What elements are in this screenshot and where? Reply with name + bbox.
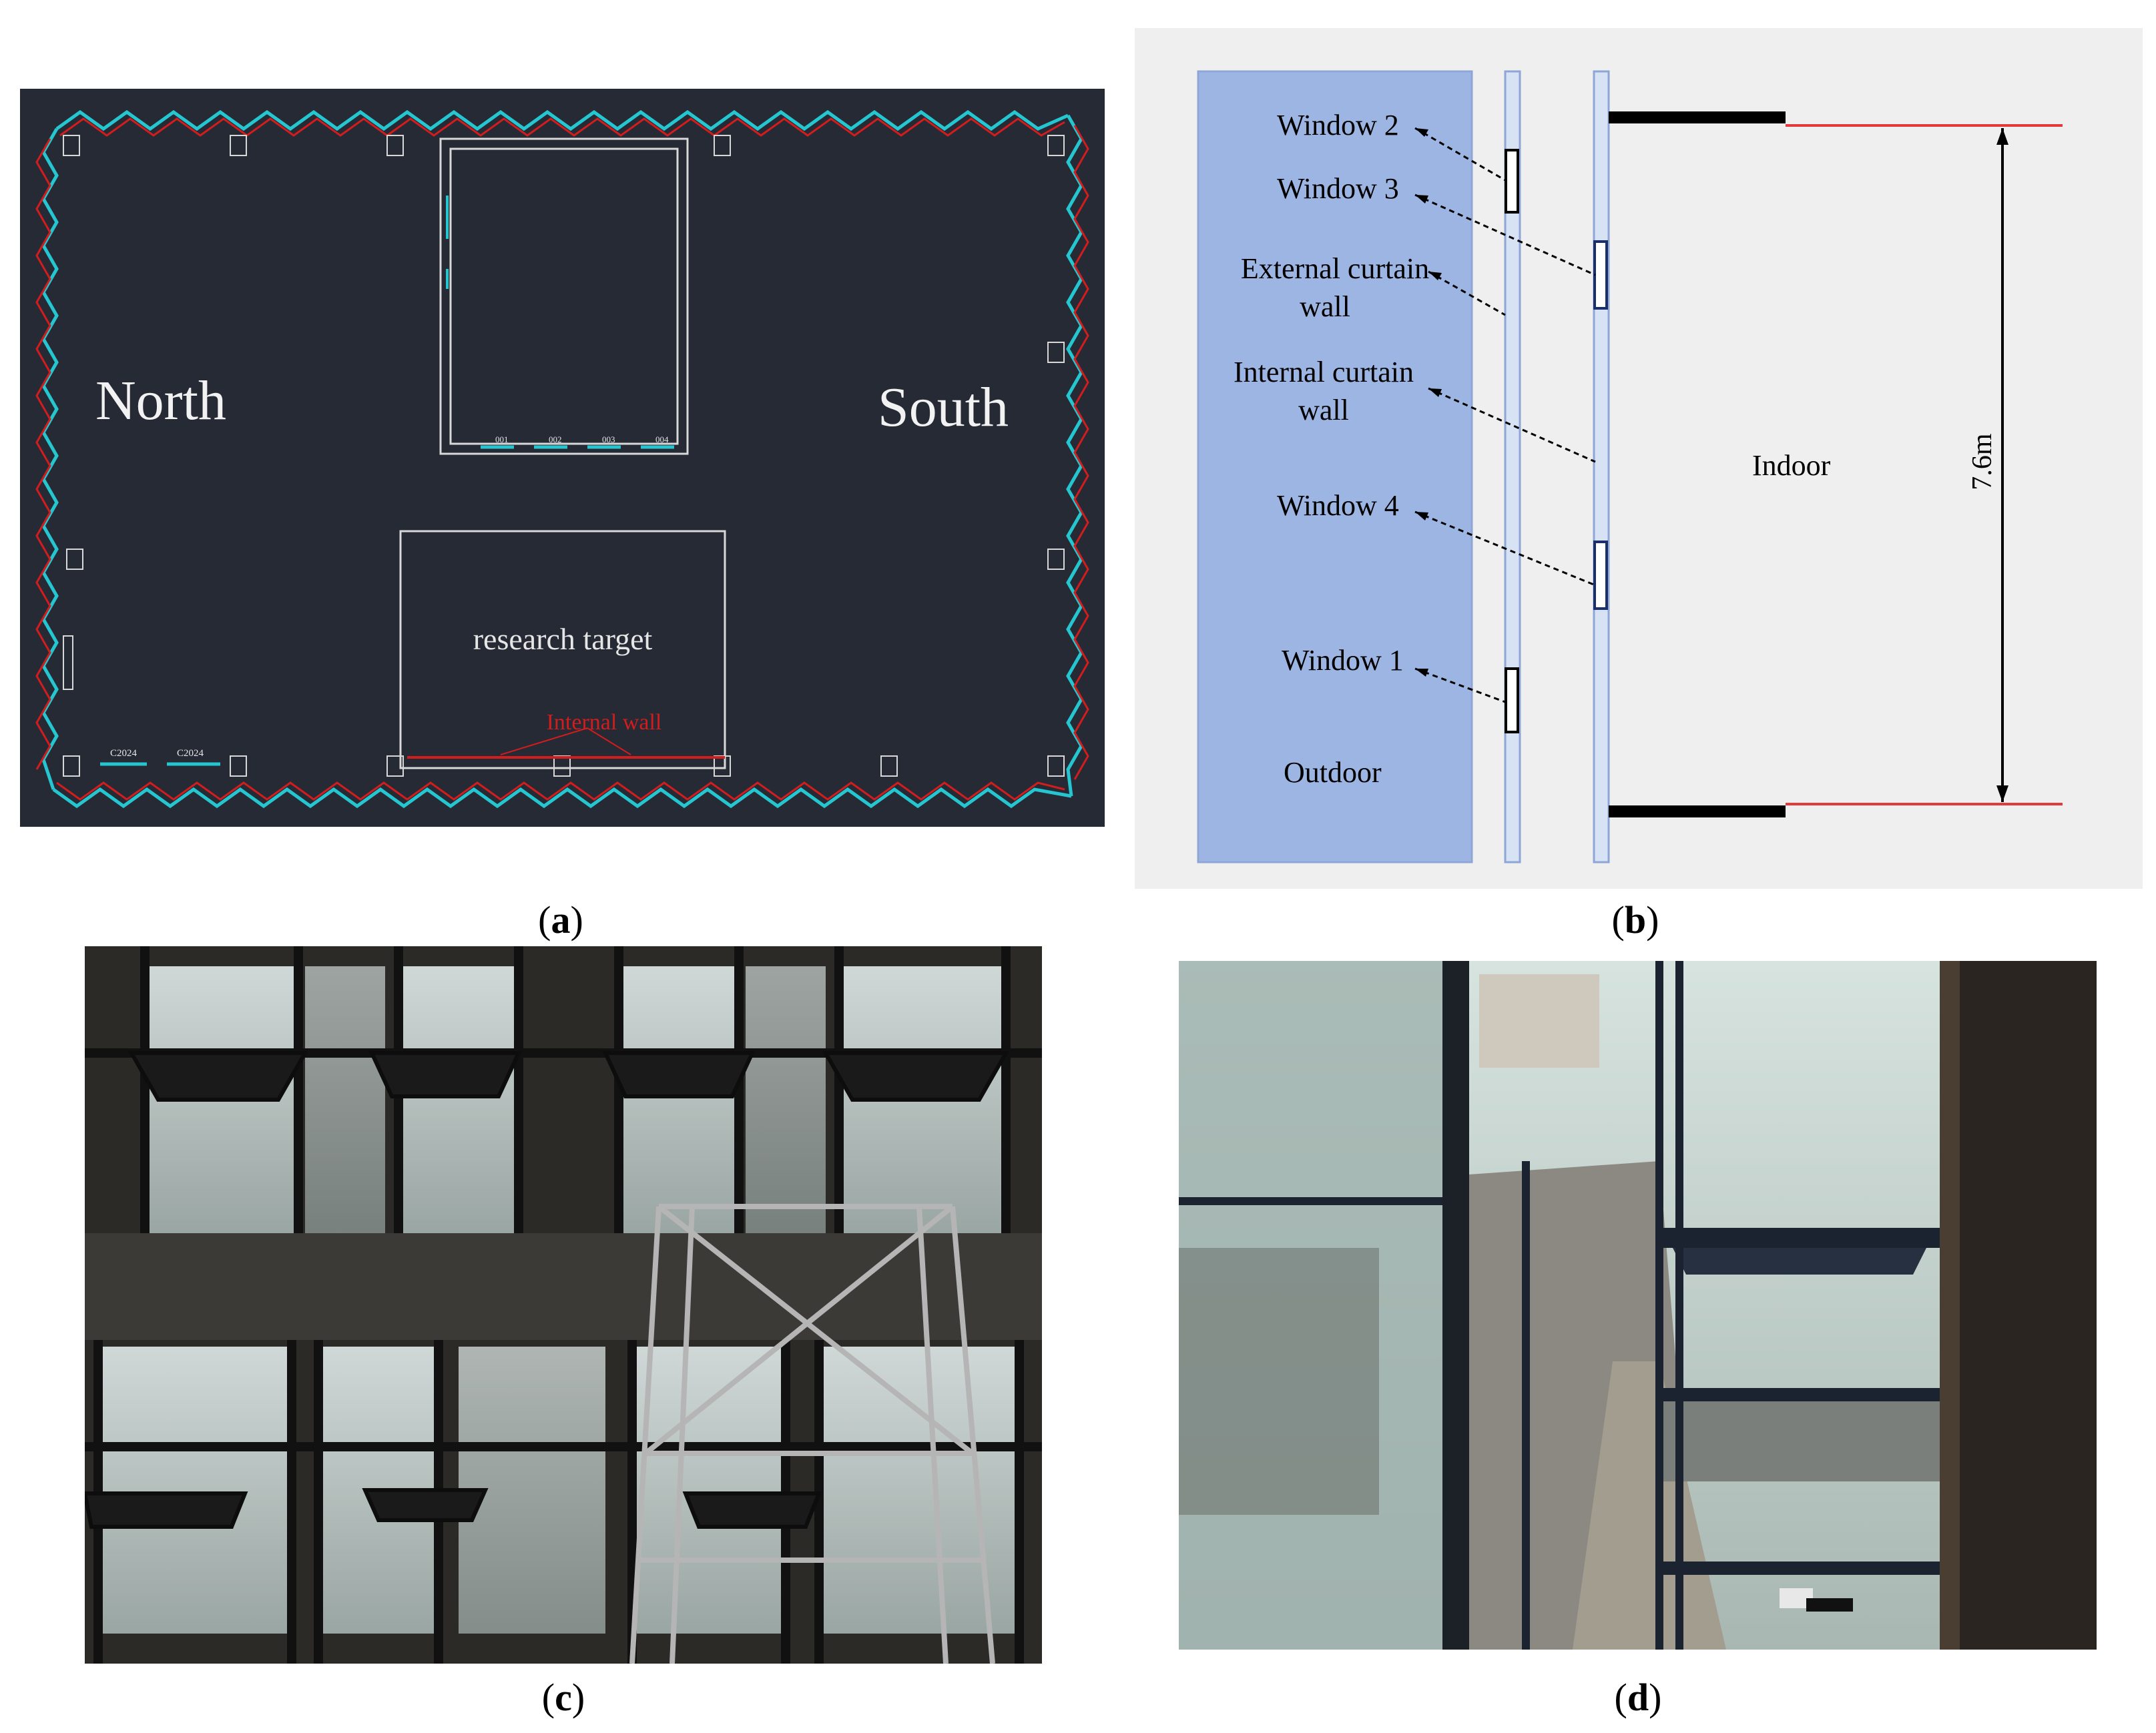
concrete-beam xyxy=(85,1233,1042,1340)
frame-top-rail xyxy=(1659,1228,1940,1248)
left-city-view xyxy=(1179,1248,1379,1515)
lower-panel xyxy=(1659,1401,1940,1481)
right-column xyxy=(1940,961,2097,1650)
panel-a-floor-plan: 001 002 003 004 C2024 C2024 research tar… xyxy=(20,89,1105,827)
lower-glazing xyxy=(98,1347,1019,1634)
left-column xyxy=(1442,961,1469,1650)
ceiling-unit xyxy=(1479,974,1599,1068)
height-arrow-bottom xyxy=(1996,785,2008,802)
panel-d-photo xyxy=(1179,961,2097,1650)
facade-right-red xyxy=(1073,125,1089,780)
north-label: North xyxy=(95,370,226,432)
window-3-label: Window 3 xyxy=(1277,172,1399,205)
section-drawing: 7.6m Window 2 Window 3 External curtain … xyxy=(1135,28,2143,889)
internal-curtain-wall-label-2: wall xyxy=(1298,394,1349,426)
core-window-label-2: 002 xyxy=(549,434,562,444)
leader-arrowheads xyxy=(1415,128,1442,677)
internal-curtain-wall xyxy=(1593,70,1610,863)
external-curtain-wall-label-2: wall xyxy=(1300,290,1350,323)
caption-b: (b) xyxy=(1569,898,1702,942)
outdoor-region xyxy=(1197,70,1473,863)
floor-plan-drawing: 001 002 003 004 C2024 C2024 research tar… xyxy=(20,89,1105,827)
internal-wall-arrow-right xyxy=(587,727,631,755)
open-window-sash xyxy=(1673,1248,1926,1275)
photo-cavity-corridor xyxy=(1179,961,2097,1650)
corridor-mullions xyxy=(1179,961,1683,1650)
caption-b-letter: b xyxy=(1624,898,1647,942)
core-room xyxy=(439,137,689,455)
facade-bottom xyxy=(52,787,1072,809)
research-target-label: research target xyxy=(473,622,653,656)
caption-c-close: ) xyxy=(571,1676,585,1719)
south-label: South xyxy=(878,376,1009,438)
caption-a: (a) xyxy=(494,898,627,942)
caption-d-open: ( xyxy=(1614,1676,1627,1719)
right-column-edge xyxy=(1940,961,1960,1650)
height-label: 7.6m xyxy=(1967,433,1998,490)
indoor-label: Indoor xyxy=(1752,449,1831,482)
panel-b-section: 7.6m Window 2 Window 3 External curtain … xyxy=(1135,28,2143,889)
caption-c: (c) xyxy=(497,1675,630,1720)
window-1-shape xyxy=(1505,667,1519,733)
caption-c-letter: c xyxy=(555,1676,572,1719)
upper-slab xyxy=(1609,111,1786,123)
power-strip xyxy=(1806,1598,1853,1612)
internal-curtain-wall-label-1: Internal curtain xyxy=(1234,356,1414,388)
open-windows xyxy=(82,1051,1010,1529)
corridor-floor xyxy=(1573,1361,1726,1650)
caption-a-open: ( xyxy=(538,898,551,942)
bottom-window-label-2: C2024 xyxy=(177,748,204,759)
window-2-shape xyxy=(1505,149,1519,214)
bottom-window-label-1: C2024 xyxy=(110,748,138,759)
outdoor-label: Outdoor xyxy=(1284,756,1382,789)
caption-d: (d) xyxy=(1571,1675,1705,1720)
panel-c-photo xyxy=(82,946,1042,1664)
internal-wall-label: Internal wall xyxy=(547,710,662,735)
caption-b-open: ( xyxy=(1611,898,1625,942)
scaffold xyxy=(629,1204,995,1664)
columns xyxy=(63,135,1065,777)
window-4-label: Window 4 xyxy=(1277,489,1399,522)
external-curtain-wall xyxy=(1504,70,1521,863)
internal-wall-arrow-left xyxy=(500,727,588,755)
window-2-label: Window 2 xyxy=(1277,109,1399,141)
facade-top-red xyxy=(59,117,1065,137)
window-4-shape xyxy=(1593,541,1608,610)
window-1-label: Window 1 xyxy=(1282,644,1404,677)
facade-top xyxy=(55,109,1069,131)
caption-c-open: ( xyxy=(541,1676,555,1719)
plan-background xyxy=(20,89,1105,827)
section-labels: Window 2 Window 3 External curtain wall … xyxy=(1234,109,1831,789)
caption-a-letter: a xyxy=(551,898,571,942)
leader-lines xyxy=(1414,127,1596,703)
caption-d-close: ) xyxy=(1649,1676,1662,1719)
external-curtain-wall-label-1: External curtain xyxy=(1241,252,1429,285)
core-window-label-1: 001 xyxy=(495,434,509,444)
caption-d-letter: d xyxy=(1627,1676,1649,1719)
photo-interior-windows xyxy=(82,946,1042,1664)
height-arrow-top xyxy=(1996,128,2008,145)
window-3-shape xyxy=(1593,240,1608,310)
core-window-label-4: 004 xyxy=(655,434,669,444)
research-target-box xyxy=(399,530,726,769)
frame-bottom xyxy=(1659,1562,1940,1575)
caption-a-close: ) xyxy=(570,898,583,942)
facade-left-red xyxy=(35,138,51,770)
lower-slab xyxy=(1609,805,1786,817)
facade-bottom-red xyxy=(56,781,1065,801)
core-window-label-3: 003 xyxy=(602,434,615,444)
caption-b-close: ) xyxy=(1646,898,1659,942)
